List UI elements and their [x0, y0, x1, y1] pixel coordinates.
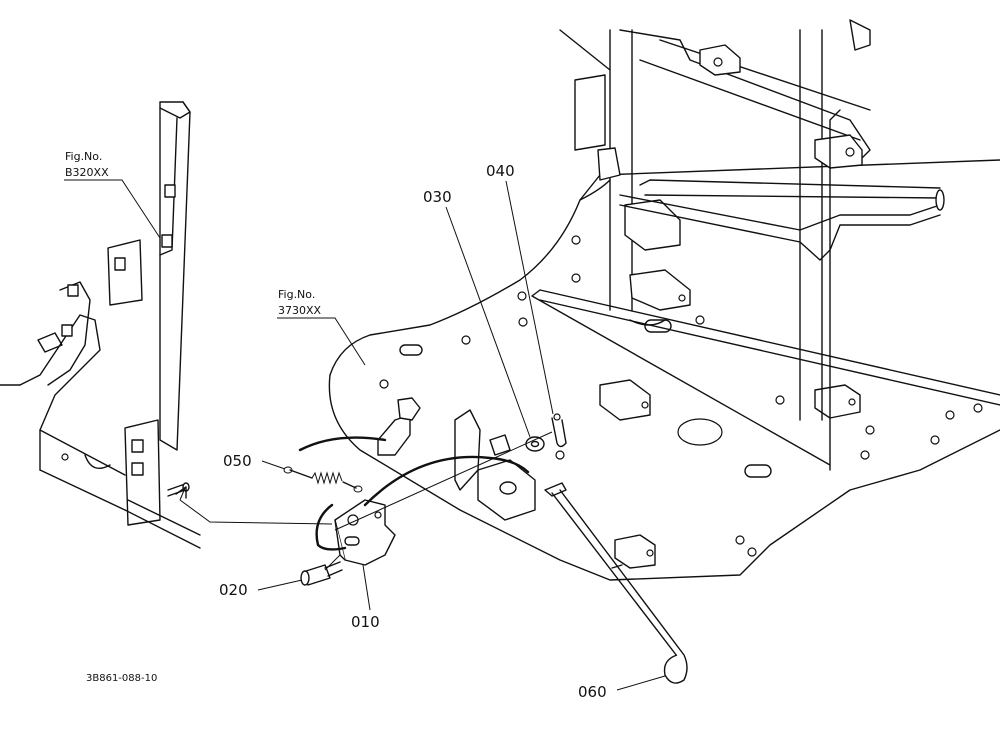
part-010-latch-plate [334, 499, 396, 566]
callout-label: 050 [223, 452, 252, 470]
callout-label: 020 [219, 581, 248, 599]
part-020-bolt [300, 561, 343, 586]
callout-060: 060 [578, 675, 666, 701]
drawing-code: 3B861-088-10 [86, 673, 157, 684]
upper-frame-structure [559, 19, 945, 471]
figure-ref-label: Fig.No. [65, 150, 102, 163]
part-030-washer [525, 436, 545, 452]
callout-020: 020 [219, 579, 303, 599]
figure-ref-3730xx: Fig.No. 3730XX [277, 288, 366, 366]
part-060-rod [544, 482, 688, 684]
figure-ref-label: Fig.No. [278, 288, 315, 301]
part-040-clip-pin [551, 413, 567, 448]
figure-ref-number: B320XX [65, 166, 109, 179]
callout-label: 060 [578, 683, 607, 701]
callout-050: 050 [223, 452, 286, 470]
callout-label: 030 [423, 188, 452, 206]
floor-plate [328, 159, 1000, 581]
left-frame-assembly [0, 101, 201, 549]
assembly-path-lines [175, 431, 553, 571]
figure-ref-b320xx: Fig.No. B320XX [64, 150, 161, 239]
figure-ref-number: 3730XX [278, 304, 322, 317]
callout-030: 030 [423, 188, 531, 438]
callout-label: 010 [351, 613, 380, 631]
callout-040: 040 [486, 162, 554, 415]
part-050-spring [283, 466, 363, 493]
callout-label: 040 [486, 162, 515, 180]
callout-010: 010 [351, 564, 380, 631]
lever-support-bracket [454, 409, 536, 521]
